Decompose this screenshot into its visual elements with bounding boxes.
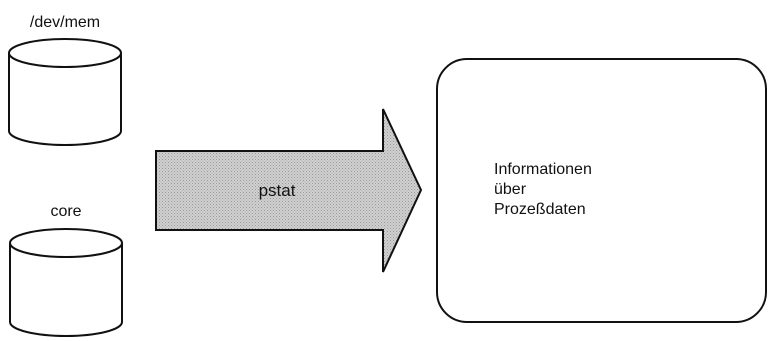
output-line-2: über (494, 181, 527, 198)
mem-label: /dev/mem (30, 14, 100, 31)
mem-cylinder (8, 38, 122, 146)
core-cylinder-body (9, 243, 123, 337)
pstat-label: pstat (259, 181, 296, 200)
core-label: core (50, 203, 81, 220)
core-cylinder (9, 228, 123, 337)
output-box (436, 58, 767, 323)
mem-cylinder-top (8, 38, 122, 68)
core-cylinder-top (9, 228, 123, 258)
process-arrow (155, 108, 423, 273)
output-line-3: Prozeßdaten (494, 201, 586, 218)
output-line-1: Informationen (494, 161, 592, 178)
mem-cylinder-body (8, 53, 122, 146)
